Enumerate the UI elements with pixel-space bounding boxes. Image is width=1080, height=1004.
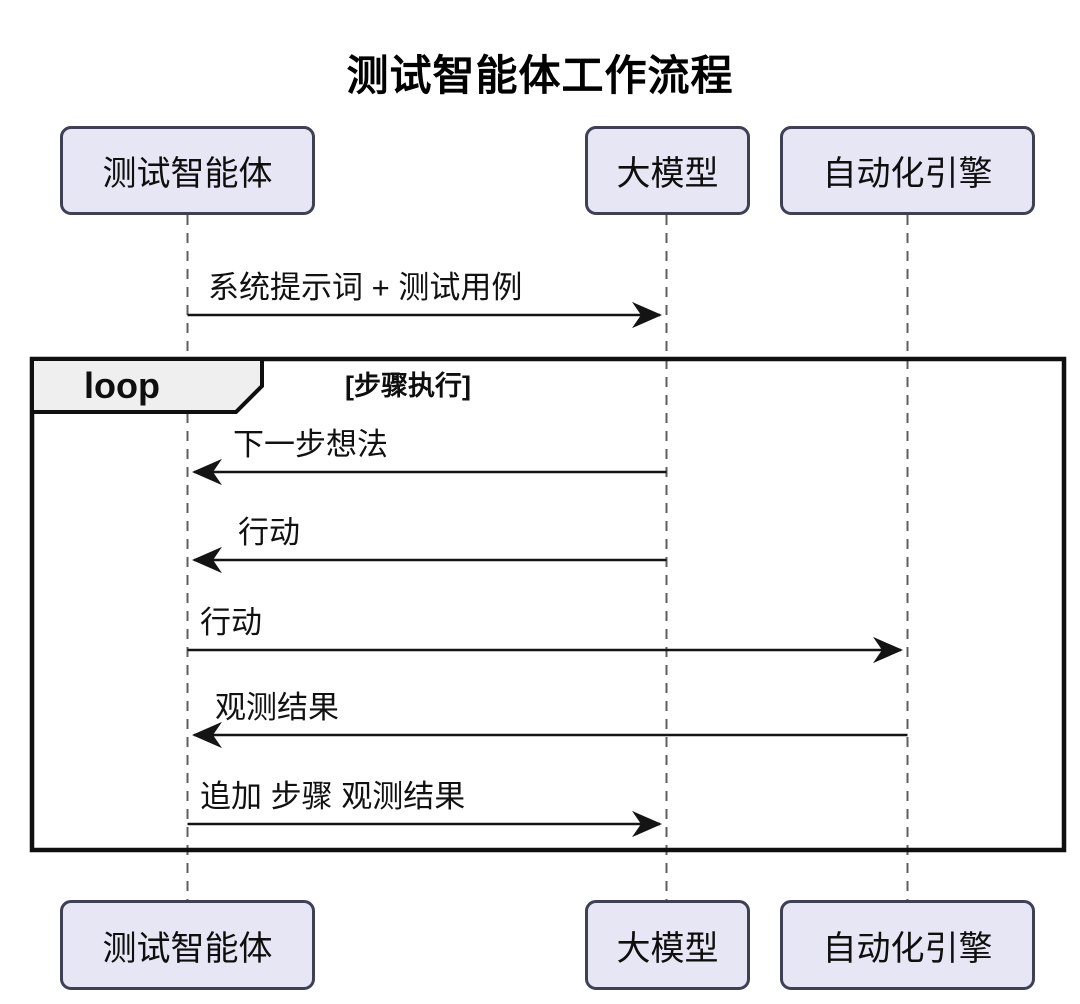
- loop-keyword-label: loop: [84, 365, 160, 406]
- message-label-3: 行动: [238, 515, 300, 550]
- diagram-title: 测试智能体工作流程: [346, 52, 734, 99]
- message-label-1: 系统提示词 + 测试用例: [208, 270, 523, 305]
- participant-bottom-test-agent: 测试智能体: [60, 900, 315, 990]
- loop-frame: [29, 356, 1067, 853]
- message-label-4: 行动: [200, 605, 262, 640]
- message-label-6: 追加 步骤 观测结果: [200, 779, 466, 814]
- participant-bottom-automation-engine: 自动化引擎: [780, 900, 1035, 990]
- participant-bottom-llm: 大模型: [585, 900, 750, 990]
- participant-top-test-agent: 测试智能体: [60, 126, 315, 215]
- loop-condition-label: [步骤执行]: [345, 371, 471, 401]
- loop-label-pentagon: [30, 357, 264, 414]
- participant-top-llm: 大模型: [585, 126, 750, 215]
- message-label-2: 下一步想法: [233, 427, 388, 462]
- message-label-5: 观测结果: [215, 690, 339, 725]
- participant-top-automation-engine: 自动化引擎: [780, 126, 1035, 215]
